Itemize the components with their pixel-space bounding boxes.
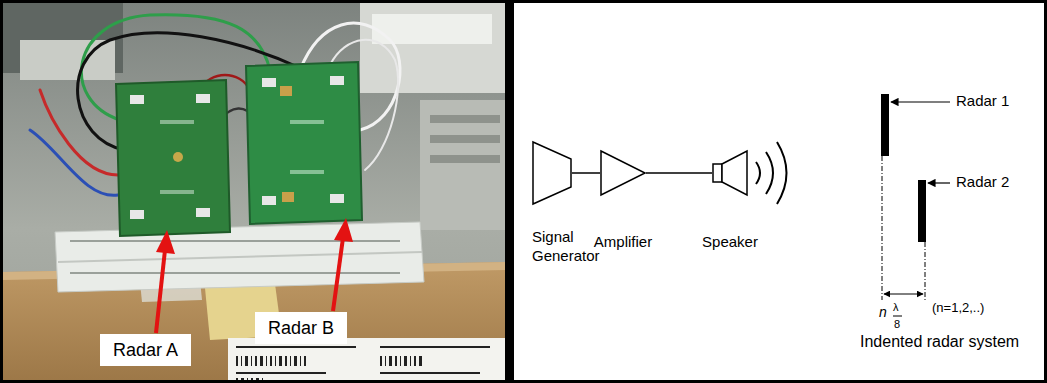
dimension-label: λ: [893, 301, 899, 313]
node-outline: [532, 141, 572, 205]
dimension-arrow: [884, 294, 923, 295]
callout-text: Radar A: [113, 340, 178, 360]
dimension-label: n: [879, 305, 887, 320]
diagram-panel: [514, 3, 1044, 380]
node-outline: [712, 150, 748, 196]
callout-text: Radar B: [268, 318, 334, 338]
fraction-bar: [893, 316, 902, 317]
signal-wire: [646, 172, 712, 174]
radar-plate: [881, 94, 889, 156]
signal-generator-symbol: Signal Generator: [532, 141, 572, 205]
guide-line: [925, 242, 926, 300]
caption-label: Indented radar system: [860, 333, 1019, 351]
dimension-label: 8: [894, 318, 900, 330]
photo: [3, 3, 505, 380]
node-outline: [600, 150, 646, 196]
note-label: (n=1,2,..): [932, 301, 984, 315]
speaker-symbol: Speaker: [712, 150, 748, 196]
photo-callout: Radar B: [255, 312, 347, 344]
node-label: Amplifier: [594, 232, 652, 251]
part-label: Radar 1: [956, 93, 1009, 110]
amplifier-symbol: Amplifier: [600, 150, 646, 196]
guide-line: [882, 156, 883, 300]
leader-line: [928, 182, 950, 183]
photo-callout: Radar A: [100, 334, 191, 366]
radar-plate: [918, 180, 926, 242]
part-label: Radar 2: [956, 174, 1009, 191]
sound-waves: [756, 142, 787, 204]
leader-line: [891, 101, 950, 102]
node-label: Speaker: [702, 232, 758, 251]
signal-wire: [572, 172, 600, 174]
